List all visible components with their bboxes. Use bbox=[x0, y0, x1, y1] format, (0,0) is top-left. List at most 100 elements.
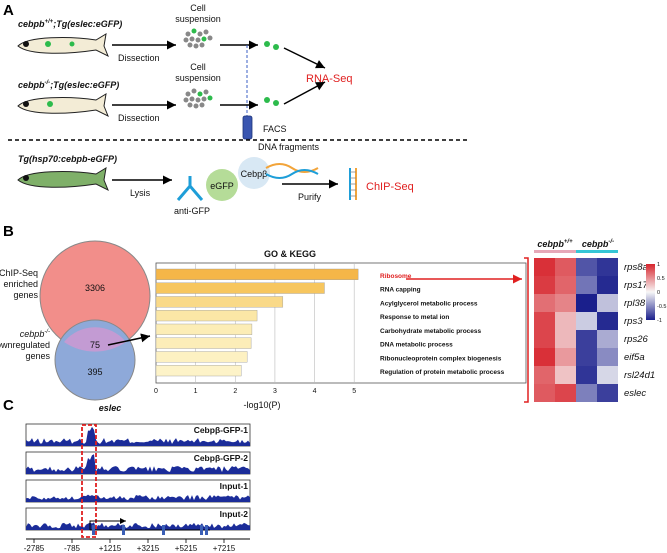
track-label: Input-1 bbox=[220, 481, 249, 491]
heatmap-cell bbox=[555, 276, 576, 294]
heatmap-cell bbox=[597, 258, 618, 276]
exon bbox=[200, 525, 203, 535]
dna-fragments-label: DNA fragments bbox=[258, 142, 320, 152]
peak-highlight-box bbox=[81, 424, 97, 538]
axis-tick-label: -785 bbox=[64, 544, 81, 553]
go-bar bbox=[155, 282, 325, 294]
heatmap-cell bbox=[576, 312, 597, 330]
lysis-label: Lysis bbox=[130, 188, 151, 198]
row3-genotype: Tg(hsp70:cebpb-eGFP) bbox=[18, 154, 117, 164]
axis-tick-label: +5215 bbox=[175, 544, 198, 553]
cell-suspension-2a: Cell bbox=[190, 62, 206, 72]
colorbar-tick-label: 1 bbox=[657, 262, 660, 268]
green-cell bbox=[273, 100, 279, 106]
heatmap-cell bbox=[555, 294, 576, 312]
go-bar bbox=[155, 351, 248, 363]
panel-a-label: A bbox=[3, 2, 14, 19]
arrow-3 bbox=[283, 47, 326, 69]
colorbar-tick-label: 0.5 bbox=[657, 276, 665, 282]
exon bbox=[92, 525, 95, 535]
heatmap-cell bbox=[555, 384, 576, 402]
venn-bottom-label-1: cebpb-/- bbox=[20, 329, 50, 339]
go-bar-label: RNA capping bbox=[380, 287, 421, 294]
cell-suspension-1b: suspension bbox=[175, 14, 221, 24]
go-bar bbox=[155, 296, 284, 308]
axis-tick-label: +1215 bbox=[99, 544, 122, 553]
colorbar-tick-label: -1 bbox=[657, 318, 662, 324]
go-bar-label: Ribonucleoprotein complex biogenesis bbox=[380, 355, 502, 362]
dna-strand-icon bbox=[349, 168, 357, 200]
bar-xtick-label: 2 bbox=[233, 388, 237, 395]
venn-top-count: 3306 bbox=[85, 283, 105, 293]
heatmap-group-bar-ko bbox=[576, 250, 618, 253]
heatmap-group-ko: cebpb-/- bbox=[582, 239, 614, 249]
heatmap-group-wt: cebpb+/+ bbox=[537, 239, 573, 249]
venn-bottom-count: 395 bbox=[87, 367, 102, 377]
bar-xtick-label: 4 bbox=[313, 388, 317, 395]
cebpb-label: Cebpβ bbox=[241, 169, 268, 179]
heatmap-cell bbox=[534, 366, 555, 384]
axis-tick-label: +3215 bbox=[137, 544, 160, 553]
go-kegg-xlabel: -log10(P) bbox=[243, 400, 280, 410]
heatmap-cell bbox=[576, 330, 597, 348]
colorbar-tick-label: 0 bbox=[657, 290, 660, 296]
axis-tick-label: -2785 bbox=[24, 544, 45, 553]
dissection-1: Dissection bbox=[118, 53, 160, 63]
green-cell bbox=[264, 97, 270, 103]
exon bbox=[205, 525, 208, 535]
go-bar-label: Response to metal ion bbox=[380, 314, 449, 321]
heatmap-cell bbox=[534, 294, 555, 312]
go-bar bbox=[155, 337, 252, 349]
venn-bottom-label-2: downregulated bbox=[0, 340, 50, 350]
green-cell bbox=[264, 41, 270, 47]
go-bar-label: Ribosome bbox=[380, 273, 412, 280]
gene-name: eslec bbox=[99, 403, 122, 413]
zebrafish-icon-1 bbox=[17, 33, 109, 58]
heatmap-cell bbox=[576, 276, 597, 294]
heatmap-cell bbox=[555, 348, 576, 366]
colorbar-tick-label: -0.5 bbox=[657, 304, 666, 310]
track-signal bbox=[26, 426, 250, 446]
facs-tube-icon bbox=[242, 115, 253, 140]
heatmap-cell bbox=[597, 330, 618, 348]
track-label: Input-2 bbox=[220, 509, 249, 519]
heatmap-cell bbox=[576, 294, 597, 312]
heatmap-cell bbox=[597, 366, 618, 384]
zebrafish-icon-2 bbox=[17, 93, 109, 118]
heatmap-cell bbox=[534, 330, 555, 348]
go-bar-label: Carbohydrate metabolic process bbox=[380, 328, 482, 335]
dna-helix-icon bbox=[265, 163, 319, 179]
gene-model bbox=[89, 518, 210, 535]
heatmap-cell bbox=[534, 312, 555, 330]
heatmap-cell bbox=[597, 276, 618, 294]
egfp-label: eGFP bbox=[210, 181, 234, 191]
axis-tick-label: +7215 bbox=[213, 544, 236, 553]
heatmap-cell bbox=[576, 384, 597, 402]
cells-cluster-2 bbox=[183, 88, 213, 109]
heatmap-row-label: eslec bbox=[624, 388, 646, 399]
panel-b: B 3306 75 395 ChIP-Seq enriched genes ce… bbox=[0, 223, 666, 410]
exon bbox=[122, 525, 125, 535]
go-bar-label: Acylglycerol metabolic process bbox=[380, 300, 478, 307]
bar-xtick-label: 3 bbox=[273, 388, 277, 395]
track-signal bbox=[26, 522, 250, 530]
heatmap-cell bbox=[555, 258, 576, 276]
anti-gfp-label: anti-GFP bbox=[174, 206, 210, 216]
panel-b-label: B bbox=[3, 223, 14, 240]
heatmap-cell bbox=[534, 258, 555, 276]
venn-top-label-3: genes bbox=[13, 290, 38, 300]
facs-label: FACS bbox=[263, 124, 287, 134]
venn-overlap bbox=[64, 327, 126, 352]
heatmap-bracket bbox=[524, 257, 529, 403]
venn-top-label-1: ChIP-Seq bbox=[0, 268, 38, 278]
rna-seq-label: RNA-Seq bbox=[306, 73, 352, 85]
dissection-2: Dissection bbox=[118, 113, 160, 123]
go-bar-label: Regulation of protein metabolic process bbox=[380, 369, 505, 376]
go-bar bbox=[155, 365, 242, 377]
panel-a: A cebpb+/+;Tg(eslec:eGFP) Dissection Cel… bbox=[3, 2, 470, 216]
venn-diagram: 3306 75 395 ChIP-Seq enriched genes cebp… bbox=[0, 240, 151, 401]
panel-c: C eslec Cebpβ-GFP-1Cebpβ-GFP-2Input-1Inp… bbox=[3, 397, 251, 553]
heatmap-cell bbox=[534, 384, 555, 402]
green-cell bbox=[273, 44, 279, 50]
